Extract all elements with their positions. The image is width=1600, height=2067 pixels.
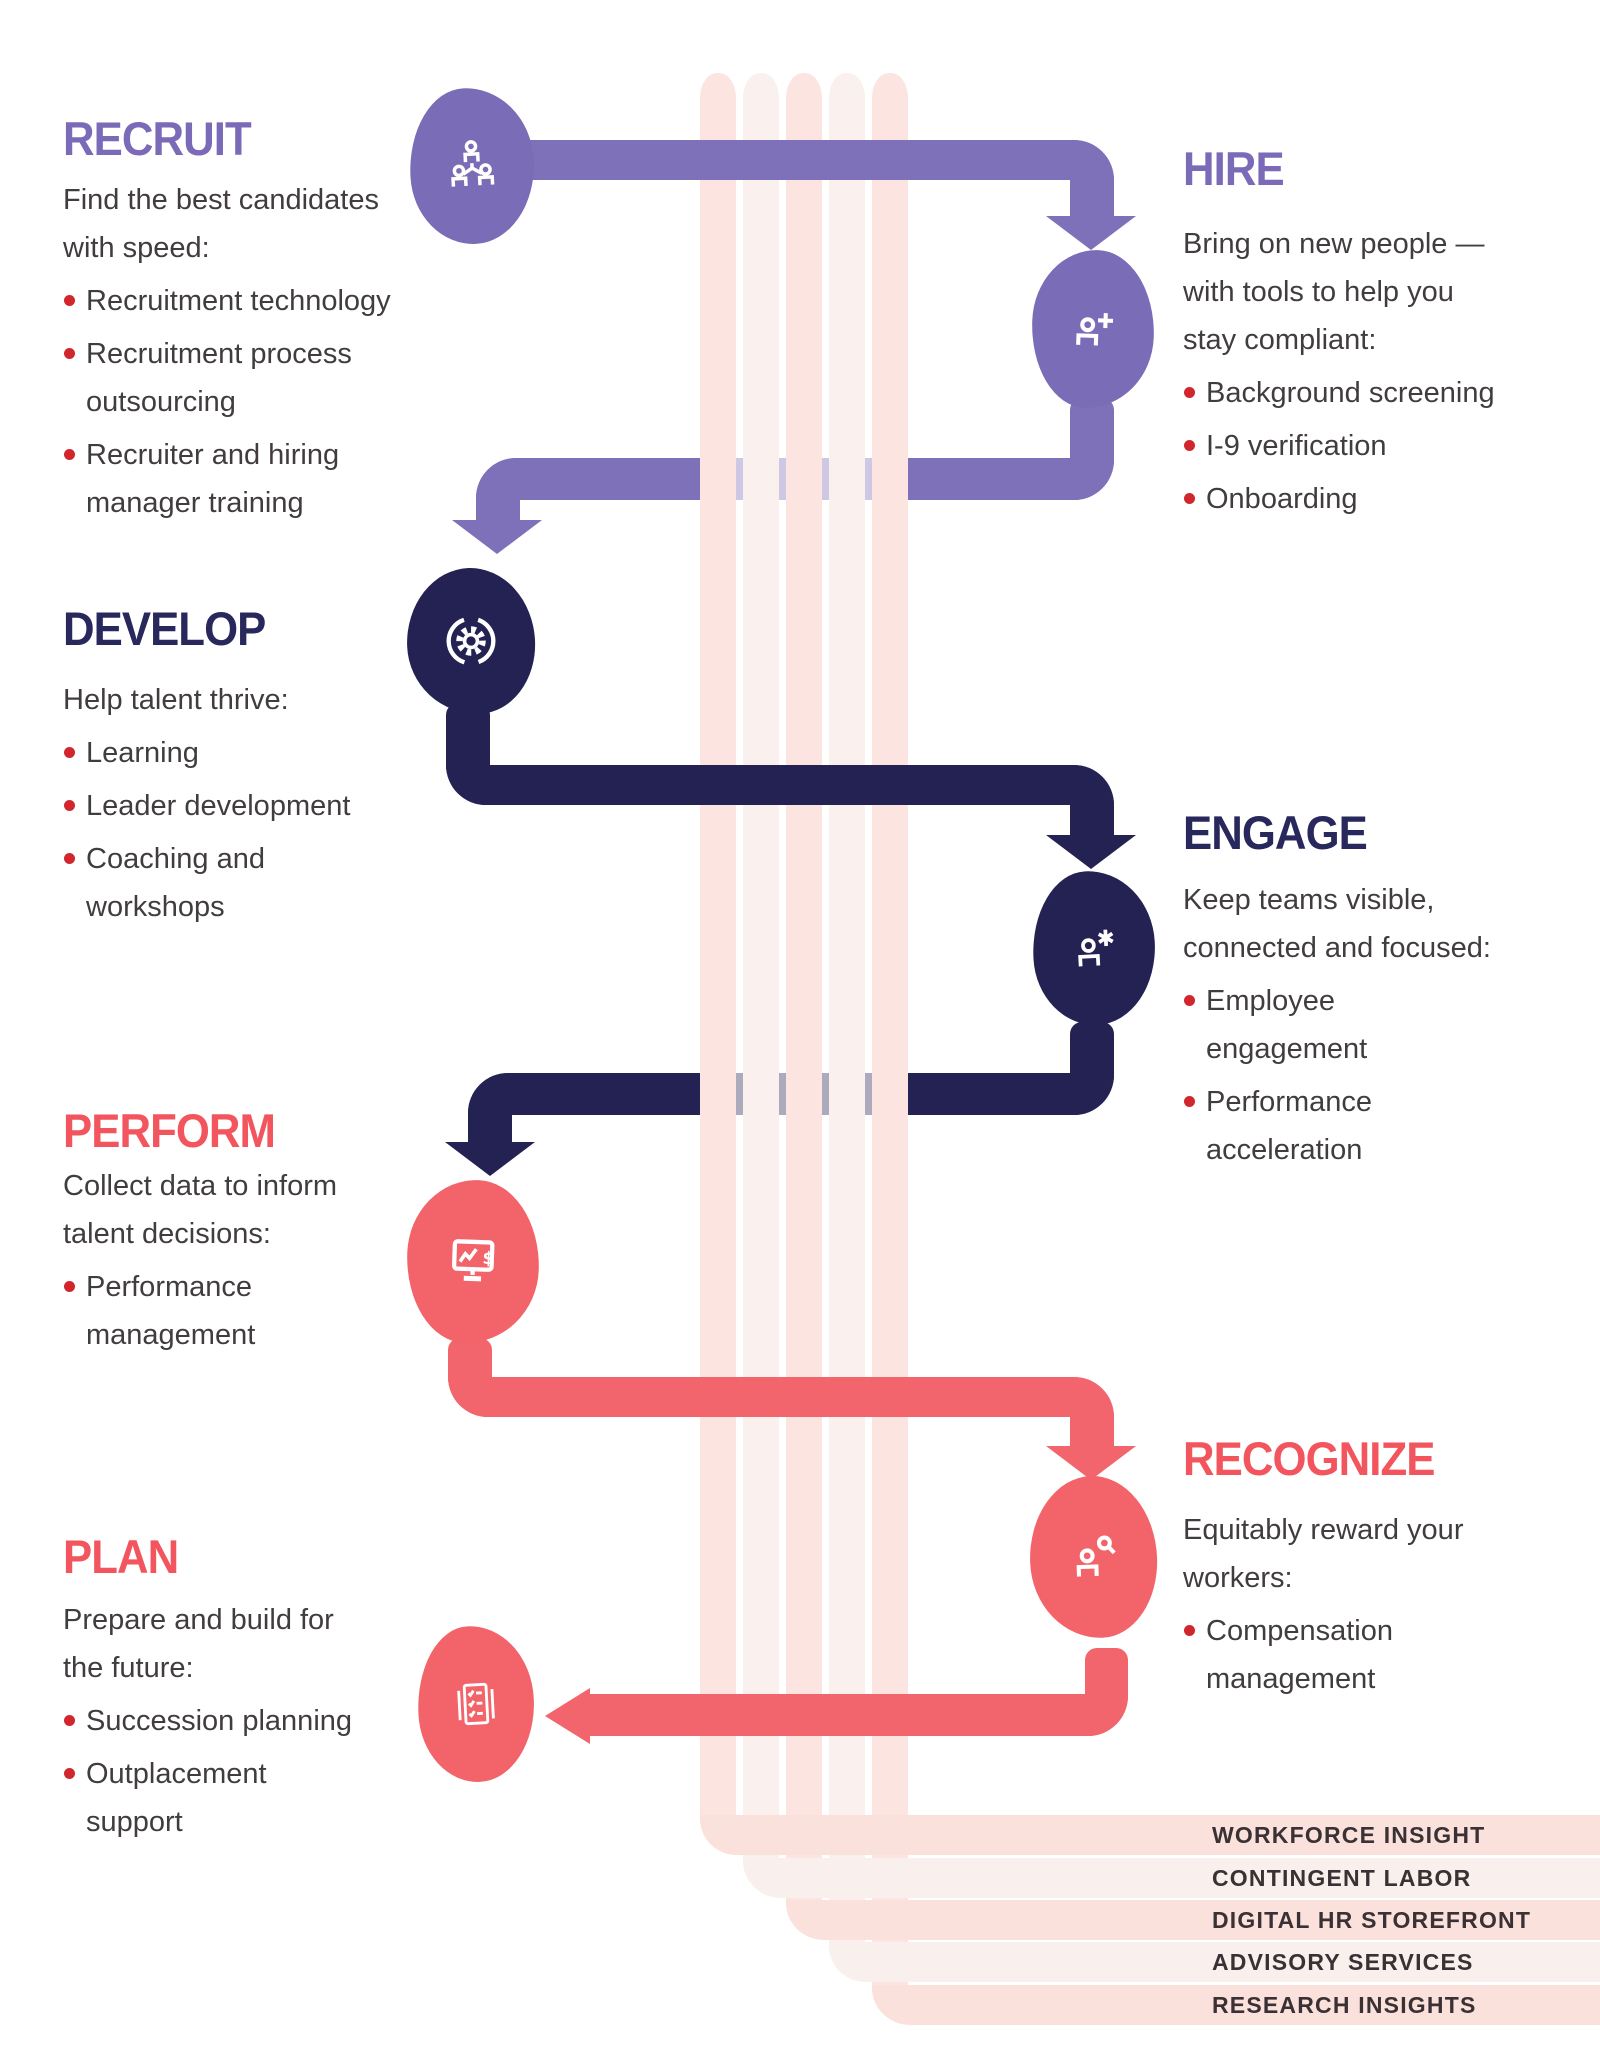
stripe-gap — [865, 73, 872, 1815]
bullet-dot — [64, 1281, 75, 1292]
bullet-dot — [64, 853, 75, 864]
plan-blob — [413, 1623, 539, 1785]
bullet-dot — [64, 800, 75, 811]
bullet-item: Onboarding — [1183, 475, 1600, 523]
stage-title-plan: PLAN — [63, 1530, 179, 1583]
stage-intro: Find the best candidates with speed: — [63, 184, 379, 264]
stage-intro: Help talent thrive: — [63, 684, 289, 716]
bullet-item: Compensation management — [1183, 1607, 1600, 1703]
service-label: CONTINGENT LABOR — [1212, 1865, 1472, 1891]
service-label: WORKFORCE INSIGHT — [1212, 1822, 1486, 1848]
pipeline-stripe — [786, 73, 822, 1939]
bullet-dot — [64, 449, 75, 460]
stage-title-recruit: RECRUIT — [63, 112, 252, 165]
bullet-item: Recruitment technology — [63, 277, 493, 325]
bullet-dot — [64, 295, 75, 306]
stage-intro: Prepare and build for the future: — [63, 1604, 334, 1684]
svg-text:$: $ — [482, 1248, 495, 1268]
hire-blob — [1029, 247, 1157, 411]
stage-body-recognize: Equitably reward your workers: Compensat… — [1183, 1506, 1600, 1703]
bullet-item: Coaching and workshops — [63, 835, 493, 931]
bullet-item: Outplacement support — [63, 1750, 493, 1846]
stage-intro: Equitably reward your workers: — [1183, 1514, 1464, 1594]
bullet-item: Leader development — [63, 782, 493, 830]
stage-title-hire: HIRE — [1183, 142, 1285, 195]
engage-blob — [1029, 867, 1159, 1029]
bullet-item: Performance acceleration — [1183, 1078, 1600, 1174]
stage-body-hire: Bring on new people — with tools to help… — [1183, 220, 1600, 523]
stripe-gap — [822, 73, 829, 1815]
bullet-item: Performance management — [63, 1263, 493, 1359]
service-label: DIGITAL HR STOREFRONT — [1212, 1907, 1532, 1933]
stage-title-develop: DEVELOP — [63, 602, 266, 655]
stage-intro: Collect data to inform talent decisions: — [63, 1170, 338, 1250]
bullet-dot — [1184, 1096, 1195, 1107]
stripe-gap — [779, 73, 786, 1815]
bullet-item: Background screening — [1183, 369, 1600, 417]
perform-blob: $ — [404, 1177, 542, 1346]
bullet-item: Employee engagement — [1183, 977, 1600, 1073]
monitor-chart-icon: $ — [451, 1238, 495, 1281]
person-asterisk-icon — [1078, 929, 1114, 967]
recognize-blob — [1027, 1473, 1160, 1641]
stage-title-engage: ENGAGE — [1183, 806, 1368, 859]
bullet-item: Succession planning — [63, 1697, 493, 1745]
checklist-icon — [457, 1682, 495, 1726]
pipeline-stripe — [743, 73, 779, 1897]
bullet-dot — [1184, 995, 1195, 1006]
stage-intro: Bring on new people — with tools to help… — [1183, 228, 1485, 356]
bullet-dot — [1184, 440, 1195, 451]
stage-body-recruit: Find the best candidates with speed: Rec… — [63, 176, 493, 527]
bullet-item: Recruitment process outsourcing — [63, 330, 493, 426]
stage-body-perform: Collect data to inform talent decisions:… — [63, 1162, 493, 1359]
service-label: RESEARCH INSIGHTS — [1212, 1992, 1477, 2018]
bullet-dot — [1184, 1625, 1195, 1636]
develop-blob — [404, 565, 538, 717]
service-band: DIGITAL HR STOREFRONT — [786, 1900, 1600, 1940]
pipeline-stripe — [829, 73, 865, 1982]
service-band: WORKFORCE INSIGHT — [700, 1815, 1600, 1855]
org-chart-icon — [451, 140, 495, 187]
bullet-item: Recruiter and hiring manager training — [63, 431, 493, 527]
service-label: ADVISORY SERVICES — [1212, 1949, 1474, 1975]
stage-title-perform: PERFORM — [63, 1104, 276, 1157]
person-magnifier-icon — [1076, 1535, 1116, 1577]
bullet-dot — [64, 747, 75, 758]
bullet-dot — [64, 348, 75, 359]
bullet-item: I-9 verification — [1183, 422, 1600, 470]
bullet-dot — [1184, 493, 1195, 504]
stage-body-engage: Keep teams visible, connected and focuse… — [1183, 876, 1600, 1174]
service-band: ADVISORY SERVICES — [829, 1942, 1600, 1982]
service-band: CONTINGENT LABOR — [743, 1858, 1600, 1898]
gear-icon — [446, 616, 496, 666]
pipeline-stripe — [700, 73, 736, 1855]
service-band: RESEARCH INSIGHTS — [872, 1985, 1600, 2025]
stage-body-plan: Prepare and build for the future: Succes… — [63, 1596, 493, 1846]
recruit-blob — [406, 84, 538, 248]
stripe-gap — [736, 73, 743, 1815]
person-plus-icon — [1076, 313, 1114, 346]
stage-body-develop: Help talent thrive: Learning Leader deve… — [63, 676, 493, 931]
bullet-dot — [1184, 387, 1195, 398]
bullet-dot — [64, 1715, 75, 1726]
stage-title-recognize: RECOGNIZE — [1183, 1432, 1435, 1485]
bullet-item: Learning — [63, 729, 493, 777]
bullet-dot — [64, 1768, 75, 1779]
stage-intro: Keep teams visible, connected and focuse… — [1183, 884, 1491, 964]
